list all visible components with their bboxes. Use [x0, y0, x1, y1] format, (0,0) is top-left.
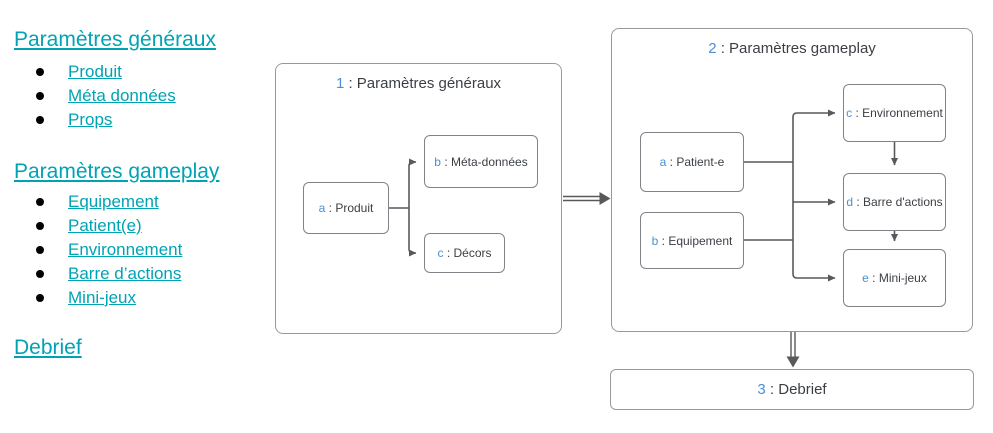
toc-link-meta-donnees[interactable]: Méta données — [68, 86, 176, 105]
bullet-icon — [36, 92, 44, 100]
bullet-icon — [36, 116, 44, 124]
list-item: Méta données — [14, 84, 272, 108]
toc-link-environnement[interactable]: Environnement — [68, 240, 183, 259]
toc-link-patiente[interactable]: Patient(e) — [68, 216, 142, 235]
list-item: Environnement — [14, 238, 272, 262]
node-produit: a : Produit — [303, 182, 389, 234]
toc-heading-debrief[interactable]: Debrief — [14, 336, 82, 359]
list-item: Props — [14, 108, 272, 132]
list-item: Barre d’actions — [14, 262, 272, 286]
toc-link-equipement[interactable]: Equipement — [68, 192, 159, 211]
node-environnement: c : Environnement — [843, 84, 946, 142]
stage-title: 1 : Paramètres généraux — [335, 75, 502, 92]
node-equipement: b : Equipement — [640, 212, 744, 269]
table-of-contents: Paramètres généraux Produit Méta données… — [14, 26, 272, 362]
bullet-icon — [36, 198, 44, 206]
bullet-icon — [36, 270, 44, 278]
list-item: Produit — [14, 60, 272, 84]
toc-link-mini-jeux[interactable]: Mini-jeux — [68, 288, 137, 307]
node-label: a : Patient-e — [659, 155, 725, 169]
node-label: c : Décors — [437, 246, 492, 260]
toc-heading-parametres-generaux[interactable]: Paramètres généraux — [14, 28, 216, 51]
node-label: a : Produit — [318, 201, 374, 215]
toc-link-props[interactable]: Props — [68, 110, 113, 129]
node-meta-donnees: b : Méta-données — [424, 135, 538, 188]
bullet-icon — [36, 222, 44, 230]
list-item: Mini-jeux — [14, 286, 272, 310]
node-label: c : Environnement — [846, 106, 943, 120]
list-item: Patient(e) — [14, 214, 272, 238]
bullet-icon — [36, 68, 44, 76]
toc-link-produit[interactable]: Produit — [68, 62, 122, 81]
node-patient-e: a : Patient-e — [640, 132, 744, 192]
toc-heading-parametres-gameplay[interactable]: Paramètres gameplay — [14, 160, 220, 183]
list-item: Equipement — [14, 190, 272, 214]
node-mini-jeux: e : Mini-jeux — [843, 249, 946, 307]
stage-title: 3 : Debrief — [757, 381, 827, 398]
stage-title: 2 : Paramètres gameplay — [708, 40, 876, 57]
stage1-to-stage2-double-arrow — [563, 192, 611, 205]
node-label: b : Equipement — [651, 233, 733, 248]
bullet-icon — [36, 294, 44, 302]
node-barre-dactions: d : Barre d'actions — [843, 173, 946, 231]
node-label: d : Barre d'actions — [846, 195, 943, 209]
node-decors: c : Décors — [424, 233, 505, 273]
bullet-icon — [36, 246, 44, 254]
toc-link-barre-dactions[interactable]: Barre d’actions — [68, 264, 182, 283]
node-label: e : Mini-jeux — [862, 271, 927, 285]
stage2-to-stage3-double-arrow — [786, 332, 800, 368]
toc-list-gameplay: Equipement Patient(e) Environnement Barr… — [14, 190, 272, 310]
stage-3-debrief: 3 : Debrief — [610, 369, 974, 410]
toc-list-generaux: Produit Méta données Props — [14, 60, 272, 132]
node-label: b : Méta-données — [434, 154, 528, 169]
